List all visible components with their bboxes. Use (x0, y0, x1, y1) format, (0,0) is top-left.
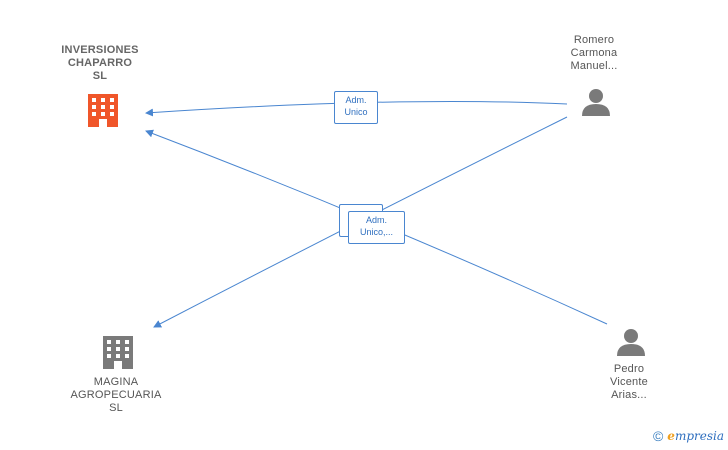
brand-initial: e (667, 429, 675, 443)
brand-logo: empresia (667, 429, 724, 443)
node-label-pedro[interactable]: Pedro Vicente Arias... (584, 363, 674, 402)
node-label-line: Carmona (570, 47, 618, 59)
node-label-line: SL (92, 70, 108, 82)
node-label-line: AGROPECUARIA (70, 389, 162, 401)
empresia-watermark: © empresia (653, 428, 724, 444)
node-label-line: Manuel... (570, 60, 618, 72)
copyright-icon: © (652, 428, 664, 444)
node-label-line: Vicente (610, 376, 648, 388)
brand-name: mpresia (674, 429, 724, 443)
edge-label-adm-unico[interactable]: Adm. Unico (334, 91, 378, 124)
node-label-inversiones[interactable]: INVERSIONES CHAPARRO SL (40, 44, 160, 83)
node-label-magina[interactable]: MAGINA AGROPECUARIA SL (56, 376, 176, 415)
edge-label-line: Adm. (345, 95, 367, 105)
node-label-line: MAGINA (93, 376, 139, 388)
edge-romero-to-inversiones (145, 100, 568, 117)
person-icon[interactable] (617, 329, 645, 356)
edge-label-line: Unico,... (359, 227, 393, 237)
edge-label-adm-unico-multi[interactable]: Adm. Unico,... (348, 211, 405, 244)
node-label-line: Pedro (613, 363, 645, 375)
node-label-line: Romero (573, 34, 615, 46)
node-label-line: CHAPARRO (67, 57, 133, 69)
node-label-line: INVERSIONES (61, 44, 139, 56)
node-label-line: Arias... (611, 389, 647, 401)
edge-label-line: Adm. (365, 215, 387, 225)
person-icon[interactable] (582, 89, 610, 116)
building-icon[interactable] (103, 336, 133, 369)
edge-label-line: Unico (344, 107, 368, 117)
building-icon[interactable] (88, 94, 118, 127)
node-label-line: SL (109, 402, 123, 414)
node-label-romero[interactable]: Romero Carmona Manuel... (546, 34, 642, 73)
